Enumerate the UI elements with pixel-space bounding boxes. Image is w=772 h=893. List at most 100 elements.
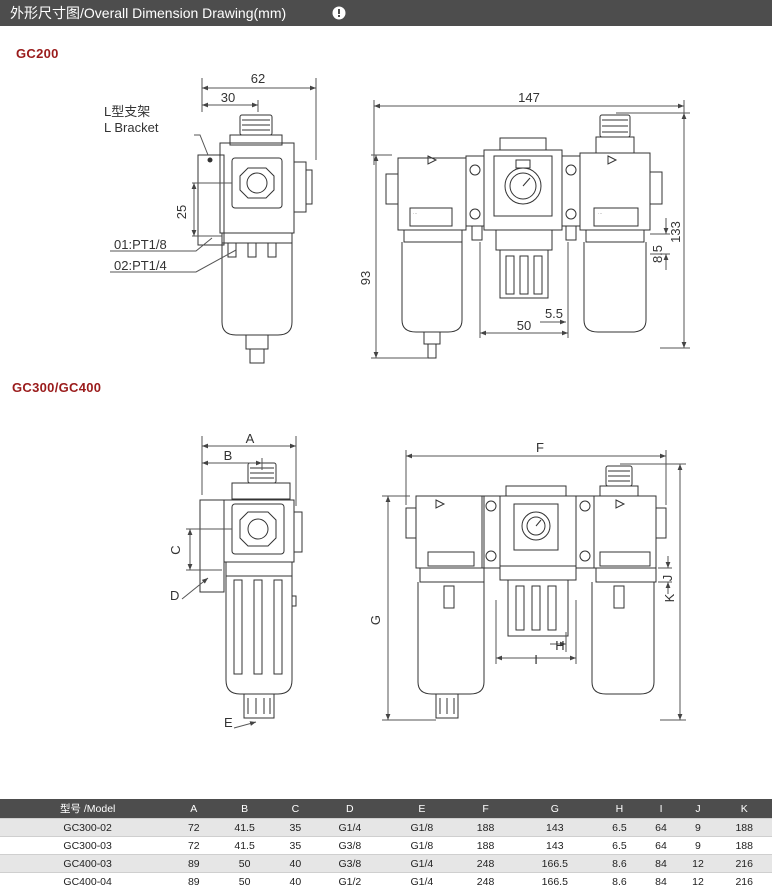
table-cell: 166.5 <box>513 854 597 873</box>
dim-25: 25 <box>174 205 189 219</box>
table-cell: 35 <box>276 836 314 855</box>
plate-text: ··· <box>413 211 418 216</box>
table-cell: GC400-03 <box>0 854 176 873</box>
table-cell: GC300-02 <box>0 818 176 837</box>
dim-30: 30 <box>221 90 235 105</box>
col-d: D <box>313 799 386 819</box>
table-cell: G1/4 <box>385 854 458 873</box>
table-cell: 50 <box>212 872 277 890</box>
table-cell: G3/8 <box>313 836 386 855</box>
dim-f: F <box>536 440 544 455</box>
dim-5-5: 5.5 <box>545 306 563 321</box>
dim-d: D <box>170 588 179 603</box>
bracket-label-cn: L型支架 <box>104 104 150 119</box>
table-cell: 9 <box>679 836 717 855</box>
dim-h: H <box>555 638 564 653</box>
table-cell: 40 <box>276 872 314 890</box>
table-cell: 40 <box>276 854 314 873</box>
dim-8-5: 8.5 <box>650 245 665 263</box>
dim-a: A <box>246 431 255 446</box>
table-cell: 188 <box>457 836 514 855</box>
table-cell: 72 <box>175 818 213 837</box>
gc200-side-dims <box>110 78 317 273</box>
page-header: 外形尺寸图/Overall Dimension Drawing(mm) <box>0 0 772 26</box>
table-cell: 166.5 <box>513 872 597 890</box>
table-cell: 8.6 <box>596 872 643 890</box>
col-h: H <box>596 799 643 819</box>
dim-50: 50 <box>517 318 531 333</box>
dim-147: 147 <box>518 90 540 105</box>
page-title: 外形尺寸图/Overall Dimension Drawing(mm) <box>10 5 287 21</box>
table-cell: G1/4 <box>385 872 458 890</box>
table-cell: G1/8 <box>385 836 458 855</box>
table-cell: G3/8 <box>313 854 386 873</box>
col-i: I <box>642 799 680 819</box>
dim-133: 133 <box>668 221 683 243</box>
table-cell: 188 <box>716 818 772 837</box>
col-a: A <box>175 799 213 819</box>
table-cell: 41.5 <box>212 836 277 855</box>
col-k: K <box>716 799 772 819</box>
table-cell: 89 <box>175 854 213 873</box>
table-cell: 8.6 <box>596 854 643 873</box>
table-cell: G1/8 <box>385 818 458 837</box>
table-cell: 12 <box>679 854 717 873</box>
table-cell: 216 <box>716 872 772 890</box>
port-label-01: 01:PT1/8 <box>114 237 167 252</box>
dim-k: K <box>662 593 677 602</box>
section-label-gc300: GC300/GC400 <box>12 380 102 395</box>
table-cell: 64 <box>642 818 680 837</box>
table-cell: 6.5 <box>596 818 643 837</box>
table-cell: G1/4 <box>313 818 386 837</box>
table-cell: 12 <box>679 872 717 890</box>
gc300-side-dims <box>181 436 297 729</box>
table-cell: 143 <box>513 818 597 837</box>
dim-c: C <box>168 545 183 554</box>
dim-b: B <box>224 448 233 463</box>
bracket-label-en: L Bracket <box>104 120 159 135</box>
table-cell: 41.5 <box>212 818 277 837</box>
table-cell: G1/2 <box>313 872 386 890</box>
col-c: C <box>276 799 314 819</box>
table-cell: 72 <box>175 836 213 855</box>
table-cell: 6.5 <box>596 836 643 855</box>
table-cell: 89 <box>175 872 213 890</box>
table-cell: 64 <box>642 836 680 855</box>
gc200-side-view <box>197 114 313 364</box>
gc300-side-view <box>199 462 303 719</box>
table-cell: 143 <box>513 836 597 855</box>
table-row: GC400-03 89 50 40 G3/8 G1/4 248 166.5 8.… <box>0 854 772 873</box>
table-cell: 248 <box>457 854 514 873</box>
table-row: GC300-03 72 41.5 35 G3/8 G1/8 188 143 6.… <box>0 836 772 855</box>
table-cell: 84 <box>642 854 680 873</box>
dim-j: J <box>660 575 675 582</box>
table-header-row: 型号 /Model A B C D E F G H I J K <box>0 799 772 819</box>
table-cell: 50 <box>212 854 277 873</box>
table-cell: GC400-04 <box>0 872 176 890</box>
port-label-02: 02:PT1/4 <box>114 258 167 273</box>
dim-i: I <box>534 652 538 667</box>
table-row: GC400-04 89 50 40 G1/2 G1/4 248 166.5 8.… <box>0 872 772 890</box>
spec-table: 型号 /Model A B C D E F G H I J K GC300-02… <box>0 799 772 890</box>
table-cell: 84 <box>642 872 680 890</box>
gc200-front-view <box>385 114 663 359</box>
dim-g: G <box>368 615 383 625</box>
col-model: 型号 /Model <box>0 799 176 819</box>
col-b: B <box>212 799 277 819</box>
table-cell: 216 <box>716 854 772 873</box>
gc300-front-dims <box>382 450 686 721</box>
col-j: J <box>679 799 717 819</box>
gc300-front-view <box>405 465 667 719</box>
col-g: G <box>513 799 597 819</box>
dim-62: 62 <box>251 71 265 86</box>
col-f: F <box>457 799 514 819</box>
dim-93: 93 <box>358 271 373 285</box>
table-cell: GC300-03 <box>0 836 176 855</box>
table-cell: 9 <box>679 818 717 837</box>
section-label-gc200: GC200 <box>16 46 59 61</box>
table-cell: 248 <box>457 872 514 890</box>
table-row: GC300-02 72 41.5 35 G1/4 G1/8 188 143 6.… <box>0 818 772 837</box>
gc200-front-dims <box>371 100 690 359</box>
table-cell: 188 <box>457 818 514 837</box>
dimension-drawings: ··· ··· 62 30 L型支架 L Bracket 25 01:PT1/8… <box>104 71 690 730</box>
